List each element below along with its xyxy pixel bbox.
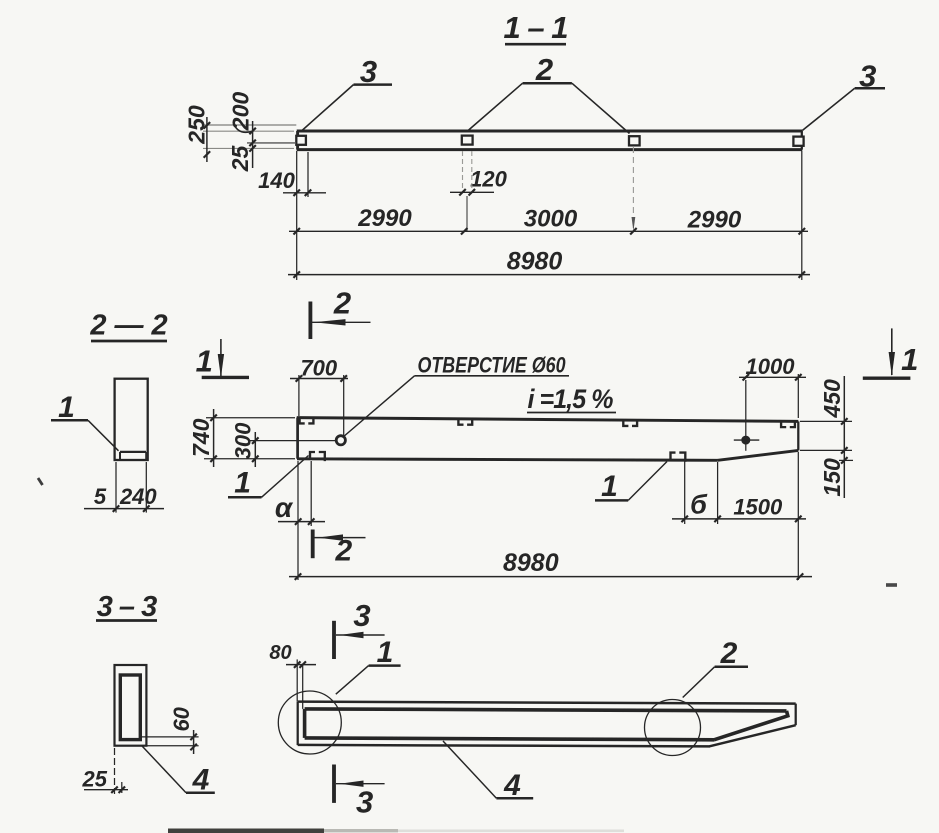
svg-text:α: α [275, 492, 294, 523]
svg-text:1000: 1000 [746, 354, 796, 379]
svg-text:120: 120 [470, 167, 507, 192]
svg-text:1: 1 [901, 342, 918, 377]
svg-text:2: 2 [333, 286, 351, 321]
svg-text:б: б [690, 490, 708, 520]
svg-text:1: 1 [196, 344, 213, 379]
svg-text:140: 140 [258, 168, 295, 193]
svg-text:1: 1 [234, 467, 251, 500]
svg-text:1 – 1: 1 – 1 [504, 10, 568, 45]
svg-text:1: 1 [377, 636, 394, 669]
svg-text:8980: 8980 [507, 248, 563, 276]
svg-text:740: 740 [188, 418, 214, 457]
svg-text:3 – 3: 3 – 3 [97, 591, 157, 623]
svg-text:2: 2 [535, 52, 553, 87]
svg-text:2990: 2990 [357, 205, 412, 232]
svg-text:240: 240 [119, 484, 157, 509]
svg-text:4: 4 [192, 764, 210, 797]
svg-text:450: 450 [819, 379, 845, 419]
svg-text:80: 80 [269, 642, 291, 664]
svg-text:8980: 8980 [503, 549, 559, 577]
svg-text:4: 4 [503, 769, 521, 802]
svg-text:60: 60 [169, 706, 194, 731]
svg-text:25: 25 [227, 145, 253, 173]
svg-text:300: 300 [231, 422, 256, 459]
svg-text:2: 2 [720, 637, 738, 670]
svg-text:3000: 3000 [524, 206, 578, 233]
svg-text:700: 700 [300, 356, 337, 381]
svg-text:1: 1 [58, 391, 75, 424]
svg-text:250: 250 [184, 105, 210, 145]
svg-text:2990: 2990 [687, 207, 742, 234]
svg-text:3: 3 [353, 598, 370, 633]
svg-text:200: 200 [228, 92, 254, 132]
svg-text:3: 3 [356, 785, 373, 820]
svg-text:5: 5 [94, 484, 107, 509]
svg-text:2: 2 [334, 535, 352, 568]
svg-text:ОТВЕРСТИЕ Ø60: ОТВЕРСТИЕ Ø60 [418, 353, 567, 378]
svg-text:2 — 2: 2 — 2 [89, 310, 167, 342]
svg-text:150: 150 [819, 458, 845, 497]
svg-text:3: 3 [360, 54, 377, 89]
svg-text:3: 3 [859, 59, 876, 94]
svg-text:1: 1 [601, 470, 618, 503]
svg-text:i =1,5 %: i =1,5 % [528, 384, 614, 414]
svg-text:25: 25 [82, 767, 108, 792]
svg-text:1500: 1500 [733, 495, 783, 520]
